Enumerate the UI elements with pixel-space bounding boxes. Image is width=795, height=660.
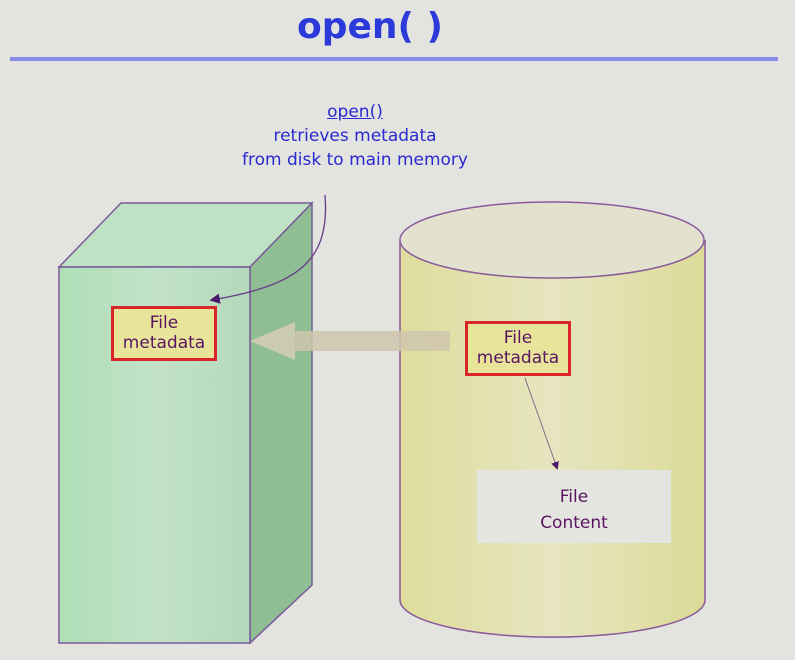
memory-file-metadata: File metadata [111,306,217,361]
disk-metadata-line2: metadata [476,348,560,368]
open-annotation: open() retrieves metadata from disk to m… [200,100,510,172]
disk-file-content: File Content [477,470,671,543]
content-line1: File [559,487,589,507]
memory-metadata-line1: File [149,313,179,333]
main-memory-box [57,201,314,645]
content-line2: Content [540,513,608,533]
annotation-pointer-line [209,194,327,304]
disk-metadata-line1: File [503,328,533,348]
annotation-line2: from disk to main memory [242,150,468,170]
slide-title: open( ) [297,6,443,47]
memory-metadata-line2: metadata [122,333,206,353]
title-divider [10,57,778,61]
transfer-arrow [250,322,450,360]
disk-cylinder [399,201,706,638]
annotation-function: open() [327,102,383,122]
metadata-to-content-pointer [524,377,559,470]
annotation-line1: retrieves metadata [273,126,437,146]
disk-file-metadata: File metadata [465,321,571,376]
